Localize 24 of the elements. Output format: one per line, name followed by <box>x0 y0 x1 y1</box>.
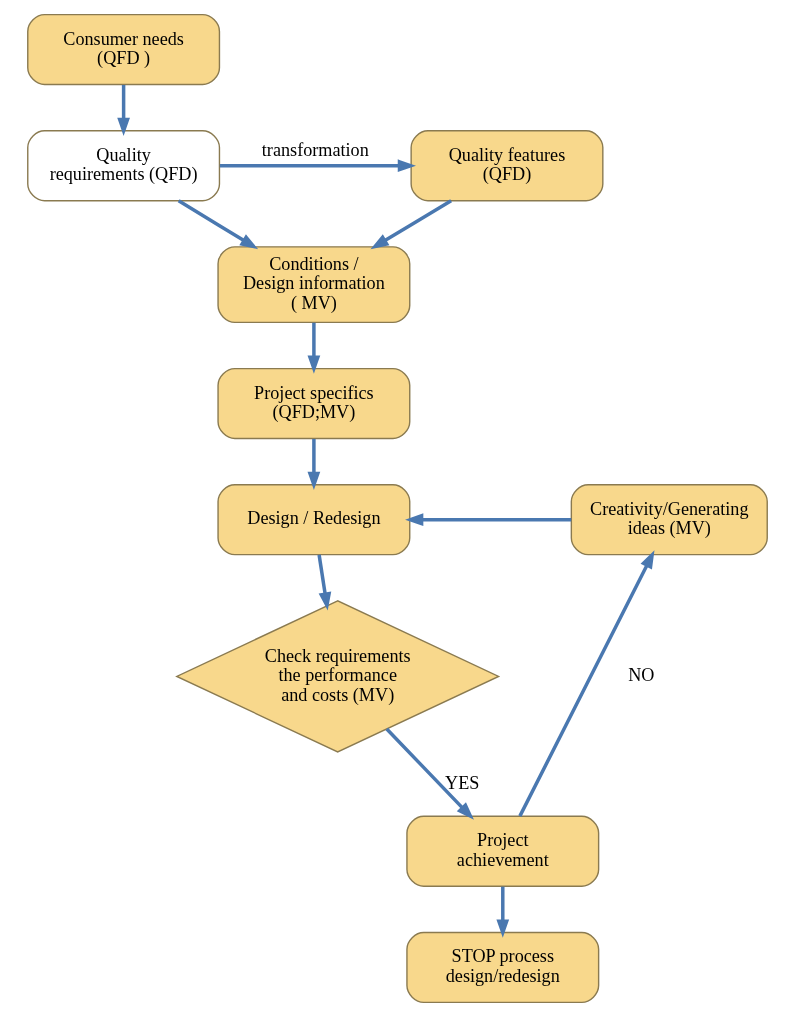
node-box: Quality features (QFD) <box>409 129 604 201</box>
arrow <box>316 554 331 611</box>
arrow <box>219 158 416 172</box>
node-box: Project specifics (QFD;MV) <box>216 367 410 439</box>
arrow <box>495 886 509 938</box>
arrow <box>385 727 474 820</box>
arrow <box>404 512 571 526</box>
arrow <box>517 549 654 817</box>
edge-label: YES <box>444 772 479 793</box>
edge-label: NO <box>627 664 654 685</box>
node-box: Creativity/Generating ideas (MV) <box>570 483 768 555</box>
arrow <box>116 84 130 136</box>
edge-label: transformation <box>261 139 369 160</box>
node-box: Consumer needs (QFD ) <box>26 13 220 85</box>
arrow <box>370 198 452 249</box>
node-box: Conditions / Design information ( MV) <box>216 245 410 323</box>
node-box: Design / Redesign <box>216 483 410 555</box>
node-box: STOP process design/redesign <box>405 931 599 1003</box>
node-box: Quality requirements (QFD) <box>26 129 220 201</box>
node-box: Project achievement <box>405 815 599 887</box>
arrow <box>177 198 258 249</box>
arrow <box>307 322 320 374</box>
node-diamond: Check requirements the performance and costs (MV) <box>174 599 500 753</box>
arrow <box>307 438 320 490</box>
